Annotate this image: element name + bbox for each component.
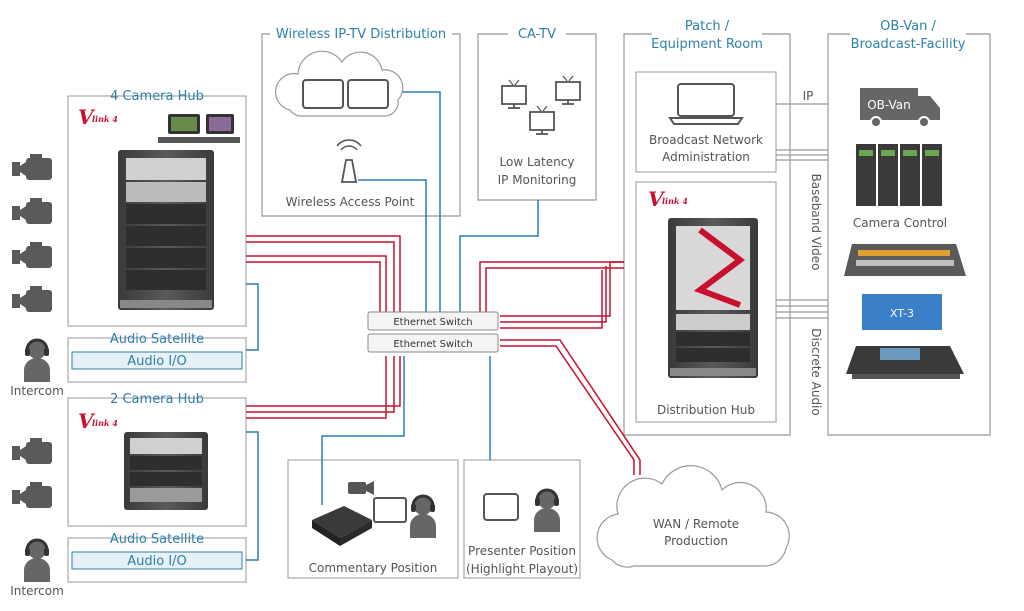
presenter-tablet-icon xyxy=(483,493,519,521)
camera-icon xyxy=(12,198,52,224)
camera-icons-group xyxy=(12,154,52,584)
ethernet-switch-2: Ethernet Switch xyxy=(367,333,499,353)
discrete-audio-label: Discrete Audio xyxy=(809,328,823,416)
catv-line2: IP Monitoring xyxy=(498,173,577,187)
commentary-unit-icon xyxy=(312,506,372,546)
presenter-line1: Presenter Position xyxy=(468,544,576,558)
red-connections xyxy=(246,235,641,475)
audio-io-1-box xyxy=(71,351,243,370)
four-camera-hub-title: 4 Camera Hub xyxy=(110,89,204,104)
svg-text:link 4: link 4 xyxy=(92,114,118,124)
camera-control-panels-icon xyxy=(856,144,942,206)
vlink-rack-large-icon xyxy=(118,150,214,310)
wan-cloud-icon xyxy=(596,465,790,568)
commentary-label: Commentary Position xyxy=(309,561,438,575)
ob-van-truck-icon: OB-Van xyxy=(860,88,940,128)
wireless-frame xyxy=(261,33,461,217)
tablet-devices-icon xyxy=(158,114,240,143)
vlink-logo-2: V link 4 xyxy=(78,409,118,433)
camera-control-label: Camera Control xyxy=(853,216,947,230)
audio-io-2-label: Audio I/O xyxy=(127,554,187,569)
vlink-logo-3: V link 4 xyxy=(648,187,688,211)
tv-monitor-icon xyxy=(529,105,555,135)
svg-text:link 4: link 4 xyxy=(92,418,118,428)
patch-title-2: Equipment Room xyxy=(651,37,763,52)
presenter-line2: (Highlight Playout) xyxy=(466,562,578,576)
catv-frame xyxy=(477,33,597,201)
tv-monitor-icon xyxy=(501,79,527,109)
audio-io-2-box xyxy=(71,551,243,570)
bna-line2: Administration xyxy=(662,150,750,164)
wireless-ap-label: Wireless Access Point xyxy=(286,195,415,209)
camera-icon xyxy=(12,482,52,508)
xt3-server-icon: XT-3 xyxy=(862,294,942,330)
ob-links xyxy=(776,103,828,319)
vlink-rack-small-icon xyxy=(124,432,208,510)
vlink-logo-1: V link 4 xyxy=(78,105,118,129)
intercom-label-1: Intercom xyxy=(10,384,64,398)
tv-monitor-icon xyxy=(555,75,581,105)
obvan-title-2: Broadcast-Facility xyxy=(851,37,966,52)
catv-title: CA-TV xyxy=(518,27,556,42)
laptop-icon xyxy=(668,83,744,125)
audio-satellite-1-title: Audio Satellite xyxy=(110,332,204,347)
wan-line2: Production xyxy=(664,534,728,548)
distribution-hub-label: Distribution Hub xyxy=(657,403,755,417)
svg-text:Ethernet Switch: Ethernet Switch xyxy=(393,317,472,328)
vision-mixer-icon xyxy=(844,244,966,276)
wireless-title: Wireless IP-TV Distribution xyxy=(276,27,446,42)
svg-text:V: V xyxy=(648,187,666,211)
patch-title-1: Patch / xyxy=(685,19,730,34)
intercom-label-2: Intercom xyxy=(10,584,64,598)
obvan-frame xyxy=(827,33,991,436)
distribution-hub-rack-icon xyxy=(668,218,758,378)
svg-text:link 4: link 4 xyxy=(662,196,688,206)
svg-text:V: V xyxy=(78,105,96,129)
obvan-title-1: OB-Van / xyxy=(880,19,936,34)
svg-text:OB-Van: OB-Van xyxy=(867,98,911,112)
audio-io-1-label: Audio I/O xyxy=(127,354,187,369)
ethernet-switch-1: Ethernet Switch xyxy=(367,311,499,331)
two-camera-hub-title: 2 Camera Hub xyxy=(110,392,204,407)
wan-line1: WAN / Remote xyxy=(653,517,739,531)
ip-label: IP xyxy=(803,89,814,103)
audio-console-icon xyxy=(846,346,964,379)
intercom-person-icon xyxy=(22,538,52,584)
patch-frame xyxy=(623,33,791,436)
presenter-frame xyxy=(463,459,581,579)
monitor-icon xyxy=(373,497,407,523)
catv-line1: Low Latency xyxy=(500,155,575,169)
small-camera-icon xyxy=(348,481,374,495)
camera-icon xyxy=(12,242,52,268)
audio-satellite-2-title: Audio Satellite xyxy=(110,532,204,547)
wireless-access-point-icon xyxy=(336,139,362,183)
camera-icon xyxy=(12,286,52,312)
tablet-icon xyxy=(302,79,344,109)
tablet-icon xyxy=(347,79,389,109)
camera-icon xyxy=(12,438,52,464)
intercom-person-icon xyxy=(22,338,52,384)
bna-line1: Broadcast Network xyxy=(649,133,763,147)
baseband-video-label: Baseband Video xyxy=(809,174,823,271)
svg-text:V: V xyxy=(78,409,96,433)
svg-text:Ethernet Switch: Ethernet Switch xyxy=(393,339,472,350)
svg-text:XT-3: XT-3 xyxy=(890,307,914,320)
camera-icon xyxy=(12,154,52,180)
